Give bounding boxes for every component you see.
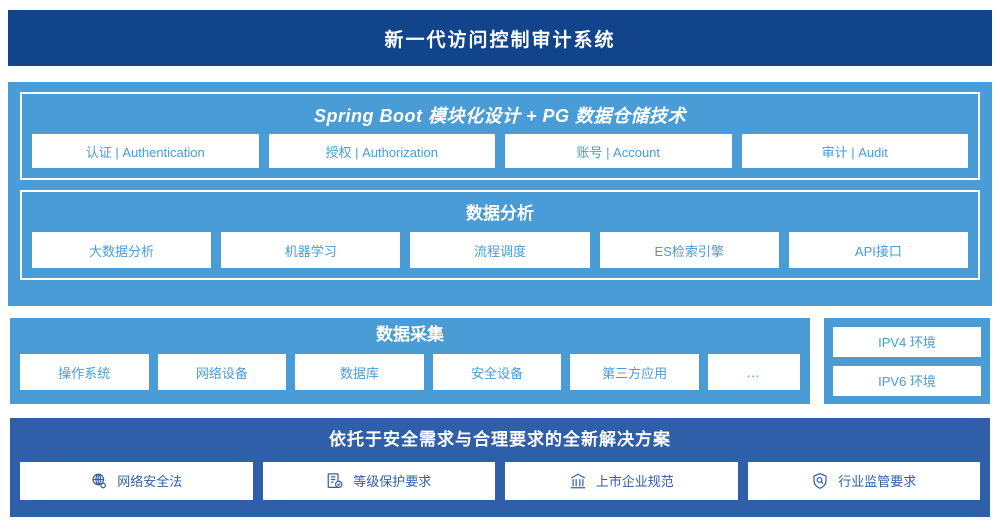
chip-database[interactable]: 数据库 — [295, 354, 424, 390]
chip-account[interactable]: 账号 | Account — [505, 134, 732, 168]
chip-label: 数据库 — [339, 365, 379, 381]
chip-network-device[interactable]: 网络设备 — [157, 354, 287, 390]
page-title: 新一代访问控制审计系统 — [384, 29, 616, 51]
chip-api-interface[interactable]: API接口 — [788, 232, 969, 268]
compliance-title: 依托于安全需求与合理要求的全新解决方案 — [329, 430, 671, 449]
compliance-inner: 依托于安全需求与合理要求的全新解决方案 网络安全法 — [8, 416, 992, 519]
document-check-icon — [326, 472, 344, 490]
chip-audit[interactable]: 审计 | Audit — [741, 134, 968, 168]
chip-label: ES检索引擎 — [654, 243, 724, 259]
compliance-layer-panel: 依托于安全需求与合理要求的全新解决方案 网络安全法 — [8, 416, 992, 519]
chip-label: 行业监管要求 — [838, 474, 917, 489]
chip-label: 安全设备 — [471, 365, 524, 381]
system-title-bar: 新一代访问控制审计系统 — [8, 10, 992, 66]
chip-machine-learning[interactable]: 机器学习 — [221, 232, 401, 268]
chip-authorization[interactable]: 授权 | Authorization — [268, 134, 495, 168]
environment-panel: IPV4 环境 IPV6 环境 — [822, 316, 992, 406]
shield-search-icon — [811, 472, 829, 490]
chip-label: 认证 | Authentication — [85, 144, 205, 160]
data-analysis-chip-row: 大数据分析 机器学习 流程调度 ES检索引擎 API接口 — [32, 232, 969, 268]
chip-listed-company-standard[interactable]: 上市企业规范 — [505, 461, 738, 500]
chip-label: 授权 | Authorization — [325, 144, 438, 160]
chip-label: … — [745, 364, 762, 380]
chip-label: 大数据分析 — [89, 243, 155, 259]
chip-third-party-application[interactable]: 第三方应用 — [570, 354, 699, 390]
spring-boot-group-title: Spring Boot 模块化设计 + PG 数据仓储技术 — [313, 106, 686, 126]
chip-label: 审计 | Audit — [821, 144, 888, 160]
chip-label: 操作系统 — [58, 365, 111, 381]
chip-label: IPV4 环境 — [878, 335, 936, 350]
chip-process-scheduling[interactable]: 流程调度 — [410, 232, 590, 268]
chip-label: 机器学习 — [284, 243, 337, 259]
chip-label: 第三方应用 — [602, 365, 668, 381]
chip-label: IPV6 环境 — [878, 374, 936, 389]
chip-operating-system[interactable]: 操作系统 — [20, 354, 149, 390]
chip-industry-regulation[interactable]: 行业监管要求 — [747, 461, 980, 500]
chip-security-device[interactable]: 安全设备 — [432, 354, 562, 390]
chip-ipv6-environment[interactable]: IPV6 环境 — [833, 365, 981, 396]
compliance-chip-row: 网络安全法 等级保护要求 — [20, 456, 980, 505]
globe-network-icon — [90, 472, 108, 490]
chip-label: 网络设备 — [195, 365, 248, 381]
chip-cybersecurity-law[interactable]: 网络安全法 — [20, 461, 253, 500]
data-analysis-group-title: 数据分析 — [466, 204, 534, 223]
chip-label: 上市企业规范 — [595, 474, 674, 489]
chip-label: 网络安全法 — [117, 474, 183, 489]
chip-classified-protection[interactable]: 等级保护要求 — [262, 461, 495, 500]
chip-more-ellipsis[interactable]: … — [707, 354, 800, 390]
spring-boot-chip-row: 认证 | Authentication 授权 | Authorization 账… — [32, 134, 968, 168]
data-collection-panel: 数据采集 操作系统 网络设备 数据库 安全设备 第三方应用 … — [8, 316, 812, 406]
environment-panel-inner: IPV4 环境 IPV6 环境 — [822, 316, 992, 406]
chip-label: 账号 | Account — [576, 144, 661, 160]
data-collection-inner: 数据采集 操作系统 网络设备 数据库 安全设备 第三方应用 … — [8, 316, 812, 406]
chip-label: 流程调度 — [474, 243, 527, 259]
chip-label: 等级保护要求 — [353, 474, 432, 489]
chip-ipv4-environment[interactable]: IPV4 环境 — [833, 326, 981, 357]
chip-es-search-engine[interactable]: ES检索引擎 — [599, 232, 779, 268]
application-layer-panel: Spring Boot 模块化设计 + PG 数据仓储技术 认证 | Authe… — [8, 82, 992, 306]
chip-authentication[interactable]: 认证 | Authentication — [32, 134, 259, 168]
chip-big-data-analysis[interactable]: 大数据分析 — [32, 232, 212, 268]
data-collection-chip-row: 操作系统 网络设备 数据库 安全设备 第三方应用 … — [20, 350, 800, 394]
chip-label: API接口 — [854, 243, 902, 259]
data-collection-title: 数据采集 — [376, 325, 444, 344]
spring-boot-group: Spring Boot 模块化设计 + PG 数据仓储技术 认证 | Authe… — [20, 92, 980, 180]
data-analysis-group: 数据分析 大数据分析 机器学习 流程调度 ES检索引擎 API接口 — [20, 190, 980, 280]
bank-building-icon — [569, 472, 587, 490]
